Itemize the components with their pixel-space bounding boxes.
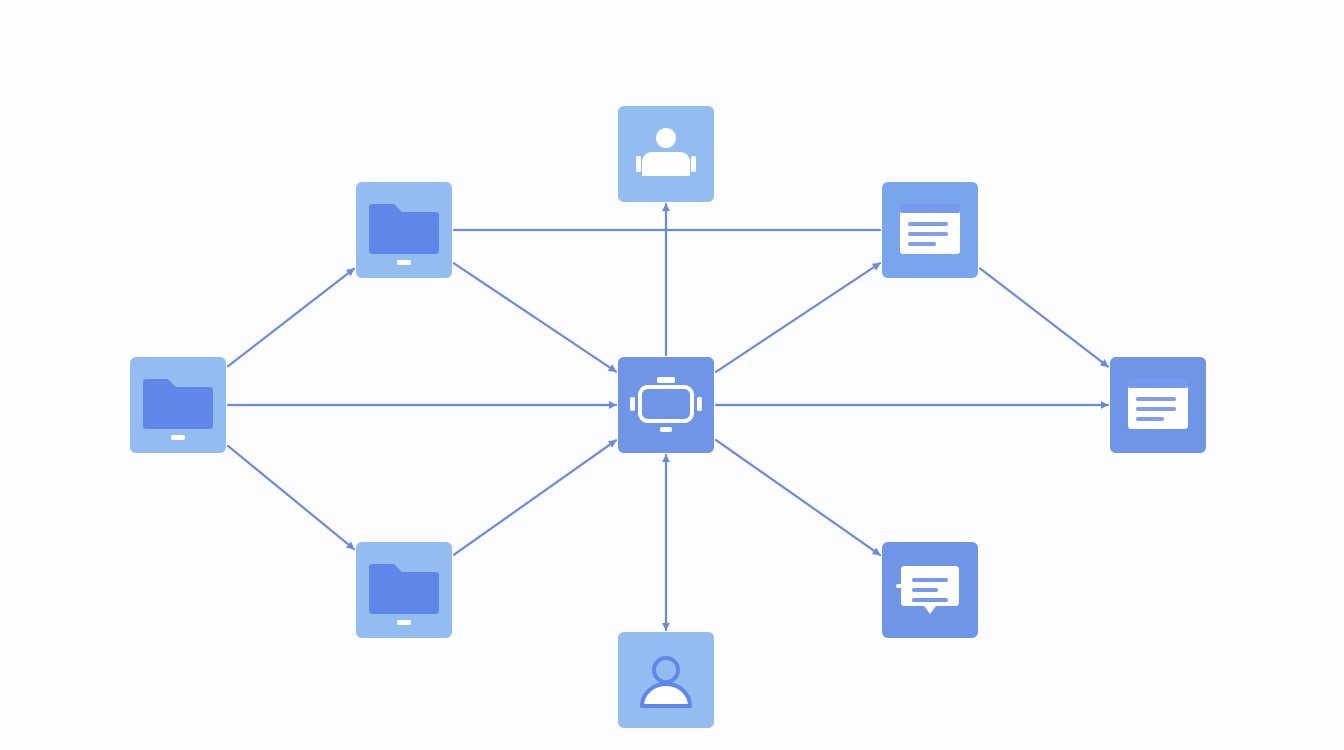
edge-bottom-left-folder-to-center-hub bbox=[452, 439, 618, 556]
node-top-user[interactable] bbox=[618, 106, 714, 202]
chat-icon bbox=[896, 566, 959, 614]
node-bottom-user[interactable] bbox=[618, 632, 714, 728]
node-box bbox=[618, 357, 714, 453]
node-left-folder[interactable] bbox=[130, 357, 226, 453]
edge-top-right-document-to-right-document bbox=[978, 267, 1110, 368]
robot-user-icon bbox=[636, 128, 696, 176]
edge-left-folder-to-top-left-folder bbox=[226, 267, 356, 368]
node-right-document[interactable] bbox=[1110, 357, 1206, 453]
user-icon bbox=[640, 656, 692, 708]
nodes-layer bbox=[130, 106, 1206, 728]
edges-layer bbox=[226, 202, 1110, 632]
edge-top-left-folder-to-center-hub bbox=[452, 262, 618, 373]
edge-center-hub-to-top-right-document bbox=[714, 262, 882, 373]
folder-icon bbox=[143, 379, 213, 440]
node-top-left-folder[interactable] bbox=[356, 182, 452, 278]
node-top-right-document[interactable] bbox=[882, 182, 978, 278]
folder-icon bbox=[369, 564, 439, 625]
folder-icon bbox=[369, 204, 439, 265]
edge-center-hub-to-bottom-right-chat bbox=[714, 438, 882, 557]
node-center-hub[interactable] bbox=[618, 357, 714, 453]
node-bottom-right-chat[interactable] bbox=[882, 542, 978, 638]
edge-left-folder-to-bottom-left-folder bbox=[226, 444, 356, 551]
document-icon bbox=[1128, 379, 1188, 429]
document-icon bbox=[900, 204, 960, 254]
node-bottom-left-folder[interactable] bbox=[356, 542, 452, 638]
hub-icon bbox=[630, 377, 702, 432]
